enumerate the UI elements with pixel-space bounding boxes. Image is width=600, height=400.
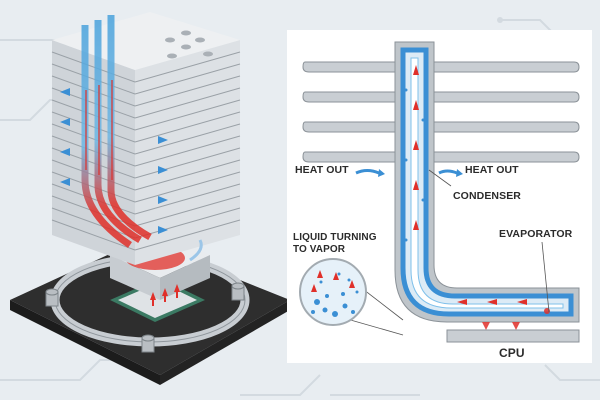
to-vapor-label: TO VAPOR <box>293 244 346 255</box>
liquid-turning-label: LIQUID TURNING <box>293 232 377 243</box>
heatpipe-diagram-panel: HEAT OUT HEAT OUT CONDENSER EVAPORATOR L… <box>287 30 592 363</box>
heatpipe-schematic <box>299 41 580 343</box>
liquid-vapor-magnifier <box>299 258 367 326</box>
fin-stack <box>51 12 241 265</box>
cpu-label: CPU <box>499 346 525 360</box>
cpu-block <box>446 329 580 343</box>
condenser-label: CONDENSER <box>453 190 521 202</box>
heat-out-left-label: HEAT OUT <box>295 164 349 176</box>
airflow-arrows <box>60 88 168 234</box>
cooler-illustration <box>10 12 290 385</box>
condenser-fins-right <box>433 61 580 163</box>
evaporator-label: EVAPORATOR <box>499 228 573 240</box>
condenser-fins-left <box>302 61 396 163</box>
heatpipes <box>81 15 152 248</box>
heat-out-right-label: HEAT OUT <box>465 164 519 176</box>
vapor-arrows <box>413 65 527 305</box>
